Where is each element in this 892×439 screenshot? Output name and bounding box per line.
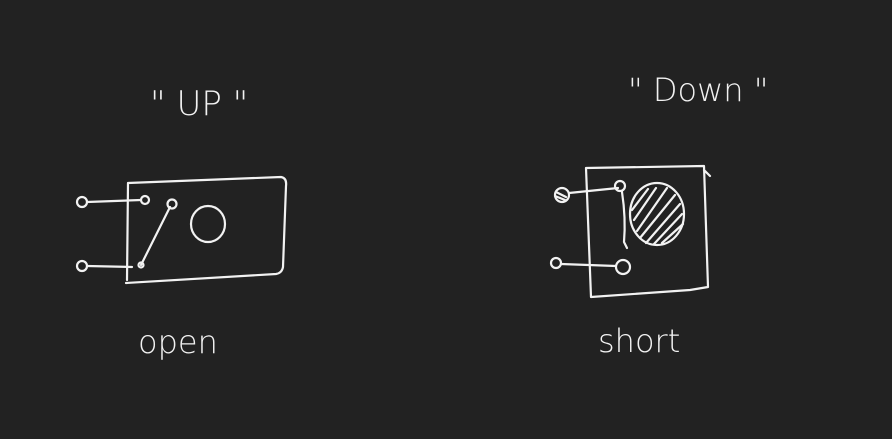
up-contact-fixed [139,194,151,206]
down-contact-bottom [614,258,632,276]
down-lever-closed [620,190,629,250]
up-terminal-bottom [75,259,89,273]
down-state-label: short [598,322,680,360]
up-lever-open [139,205,172,267]
down-button-hatching [630,186,685,246]
down-contact-top [613,179,627,193]
down-terminal-top-scribble [553,190,568,202]
up-button [189,204,227,244]
down-lead-top [567,186,620,195]
down-switch-body [584,164,712,299]
up-caption: " UP " [150,84,248,124]
up-terminal-top [75,195,89,209]
down-lead-bottom [559,262,618,268]
up-switch: " UP " open [75,84,288,361]
down-switch: " Down " short [549,71,768,360]
up-contact-lever-end [166,198,178,210]
up-lead-bottom [85,264,134,269]
down-button-pressed [628,181,686,247]
down-terminal-bottom [549,256,563,270]
up-switch-body [124,175,288,285]
up-contact-pivot [137,261,145,269]
up-state-label: open [138,323,218,361]
up-lead-top [85,198,143,204]
down-caption: " Down " [628,71,768,109]
